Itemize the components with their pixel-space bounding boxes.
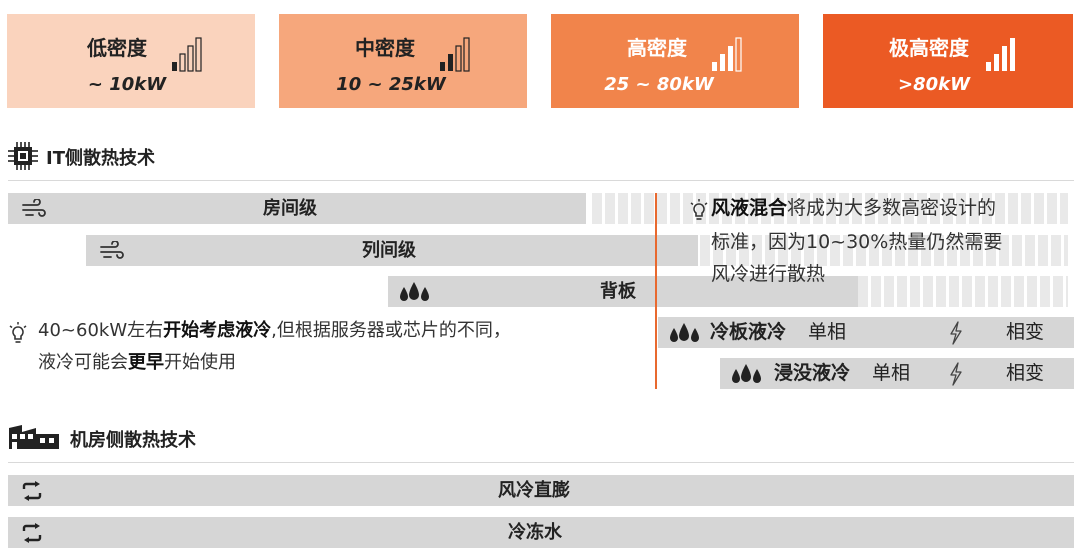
card-range: 10 ~ 25kW	[336, 74, 446, 95]
bar-hatch	[858, 276, 1068, 307]
callout-bold: 风液混合	[711, 197, 788, 219]
bar-chilled-water: 冷冻水	[8, 517, 1074, 548]
bar-label: 风冷直膨	[498, 480, 570, 501]
bar-label: 房间级	[263, 198, 317, 219]
left-note-line-2: 液冷可能会更早开始使用	[38, 346, 236, 379]
lightning-icon	[950, 362, 962, 386]
single-phase-label: 单相	[808, 321, 847, 343]
lightbulb-icon	[9, 322, 27, 343]
bar-cold-plate: 冷板液冷 单相 相变	[658, 317, 1074, 348]
card-range: >80kW	[898, 74, 970, 95]
wind-icon	[100, 241, 124, 259]
cycle-arrows-icon	[22, 481, 42, 501]
card-title: 低密度	[87, 36, 147, 60]
bar-label: 冷冻水	[508, 522, 562, 543]
bar-label: 列间级	[362, 240, 416, 261]
building-icon	[9, 425, 59, 449]
section-divider	[8, 462, 1074, 463]
density-card-medium: 中密度 10 ~ 25kW	[279, 14, 527, 108]
bar-rear-door: 背板	[388, 276, 858, 307]
bar-row-level: 列间级	[86, 235, 698, 266]
bar-label: 背板	[600, 281, 636, 302]
bar-hatch	[700, 235, 1068, 266]
bar-label: 浸没液冷	[774, 362, 851, 384]
card-title: 中密度	[355, 36, 415, 60]
callout-line-2: 标准，因为10~30%热量仍然需要	[711, 231, 1003, 253]
section-title-room: 机房侧散热技术	[70, 430, 196, 451]
card-title: 极高密度	[889, 36, 969, 60]
section-divider	[8, 180, 1074, 181]
note-text: ,但根据服务器或芯片的不同，	[271, 320, 511, 341]
card-range: ~ 10kW	[87, 74, 167, 95]
signal-strength-icon	[172, 37, 202, 72]
left-note-line-1: 40~60kW左右开始考虑液冷,但根据服务器或芯片的不同，	[38, 314, 511, 347]
density-card-high: 高密度 25 ~ 80kW	[551, 14, 799, 108]
density-card-ultra: 极高密度 >80kW	[823, 14, 1073, 108]
lightbulb-icon	[690, 199, 708, 220]
bar-dx-cooling: 风冷直膨	[8, 475, 1074, 506]
liquid-drops-icon	[670, 323, 699, 342]
two-phase-label: 相变	[1006, 321, 1045, 343]
bar-hatch	[592, 193, 1068, 224]
lightning-icon	[950, 321, 962, 345]
density-card-low: 低密度 ~ 10kW	[7, 14, 255, 108]
single-phase-label: 单相	[872, 362, 911, 384]
bar-label: 冷板液冷	[710, 321, 787, 343]
note-text: 开始使用	[164, 352, 236, 373]
cycle-arrows-icon	[22, 523, 42, 543]
two-phase-label: 相变	[1006, 362, 1045, 384]
bar-room-level: 房间级	[8, 193, 586, 224]
liquid-drops-icon	[400, 282, 429, 301]
note-bold: 开始考虑液冷	[163, 320, 272, 341]
chip-icon	[8, 142, 38, 170]
signal-strength-icon	[986, 38, 1015, 71]
note-bold: 更早	[128, 352, 164, 373]
card-title: 高密度	[627, 36, 687, 60]
callout-line-1: 风液混合将成为大多数高密设计的	[711, 192, 996, 225]
card-range: 25 ~ 80kW	[604, 74, 714, 95]
note-text: 液冷可能会	[38, 352, 128, 373]
callout-text: 将成为大多数高密设计的	[787, 197, 997, 219]
note-text: 40~60kW左右	[38, 320, 164, 341]
section-title-it: IT侧散热技术	[46, 148, 155, 169]
liquid-drops-icon	[732, 364, 761, 383]
callout-line-3: 风冷进行散热	[711, 263, 826, 285]
wind-icon	[22, 199, 46, 217]
signal-strength-icon	[712, 37, 742, 72]
threshold-line	[655, 193, 657, 389]
bar-immersion: 浸没液冷 单相 相变	[720, 358, 1074, 389]
signal-strength-icon	[440, 37, 470, 72]
